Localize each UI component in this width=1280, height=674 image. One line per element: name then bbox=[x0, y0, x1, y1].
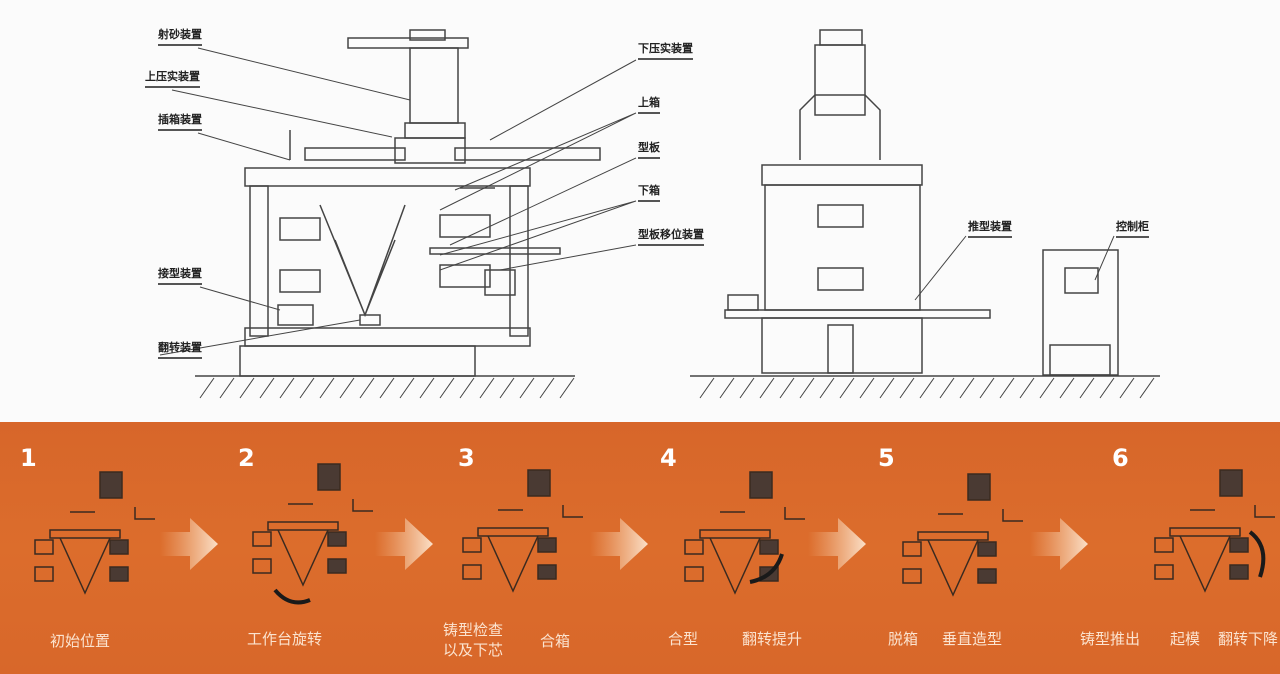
machine-diagram: 射砂装置 上压实装置 插箱装置 接型装置 翻转装置 下压实装置 上箱 型板 下箱… bbox=[145, 26, 1160, 399]
label-upper-squeeze: 上压实装置 bbox=[145, 68, 200, 88]
side-view bbox=[690, 29, 1160, 377]
arrow-1-2 bbox=[160, 518, 218, 570]
step-illustrations bbox=[34, 463, 1276, 605]
step2-machine bbox=[252, 463, 374, 586]
arrows bbox=[160, 518, 1088, 570]
label-upper-flask: 上箱 bbox=[638, 94, 660, 114]
step5-machine bbox=[902, 473, 1024, 596]
step-4-caption-lift: 翻转提升 bbox=[742, 630, 803, 648]
arrow-3-4 bbox=[590, 518, 648, 570]
label-lower-squeeze: 下压实装置 bbox=[638, 40, 693, 60]
step-1-number: 1 bbox=[20, 444, 37, 472]
step-6-number: 6 bbox=[1112, 444, 1129, 472]
step-6-caption-draw: 起模 bbox=[1170, 630, 1201, 648]
machine-drawing bbox=[159, 29, 1160, 399]
step-5-number: 5 bbox=[878, 444, 895, 472]
front-view bbox=[195, 29, 601, 377]
step-2-caption: 工作台旋转 bbox=[247, 630, 323, 648]
step-4-number: 4 bbox=[660, 444, 677, 472]
label-mould-push: 推型装置 bbox=[968, 218, 1012, 238]
step-2-number: 2 bbox=[238, 444, 255, 472]
label-lower-flask: 下箱 bbox=[638, 182, 660, 202]
arrow-2-3 bbox=[375, 518, 433, 570]
lower-arrow-icon bbox=[1248, 530, 1266, 578]
label-pattern-plate: 型板 bbox=[638, 139, 660, 159]
arrow-4-5 bbox=[808, 518, 866, 570]
step3-machine bbox=[462, 469, 584, 592]
label-mould-receiving: 接型装置 bbox=[158, 265, 202, 285]
arrow-5-6 bbox=[1030, 518, 1088, 570]
step-1-caption: 初始位置 bbox=[50, 632, 111, 650]
step-3-caption-inspect: 铸型检查 以及下芯 bbox=[443, 621, 504, 659]
process-steps-band: 1 2 3 4 5 6 初始位置 工作台旋转 铸型检查 以及下芯 合箱 合型 翻… bbox=[0, 422, 1280, 674]
label-turnover: 翻转装置 bbox=[158, 339, 202, 359]
label-flask-insert: 插箱装置 bbox=[158, 111, 202, 131]
rotate-arrow-icon bbox=[273, 588, 311, 605]
step-6-caption-push: 铸型推出 bbox=[1080, 630, 1141, 648]
step-5-caption-strip: 脱箱 bbox=[888, 630, 919, 648]
step-5-caption-vertical: 垂直造型 bbox=[942, 630, 1003, 648]
label-sand-shooting: 射砂装置 bbox=[158, 26, 202, 46]
step6-machine bbox=[1154, 469, 1276, 592]
step-3-number: 3 bbox=[458, 444, 475, 472]
label-pattern-shift: 型板移位装置 bbox=[638, 226, 704, 246]
step-4-caption-mould: 合型 bbox=[668, 630, 699, 648]
label-control-cabinet: 控制柜 bbox=[1116, 218, 1149, 238]
step-3-caption-close: 合箱 bbox=[540, 632, 571, 650]
lift-arrow-icon bbox=[749, 553, 784, 584]
step4-machine bbox=[684, 471, 806, 594]
step-6-caption-lower: 翻转下降 bbox=[1218, 630, 1279, 648]
